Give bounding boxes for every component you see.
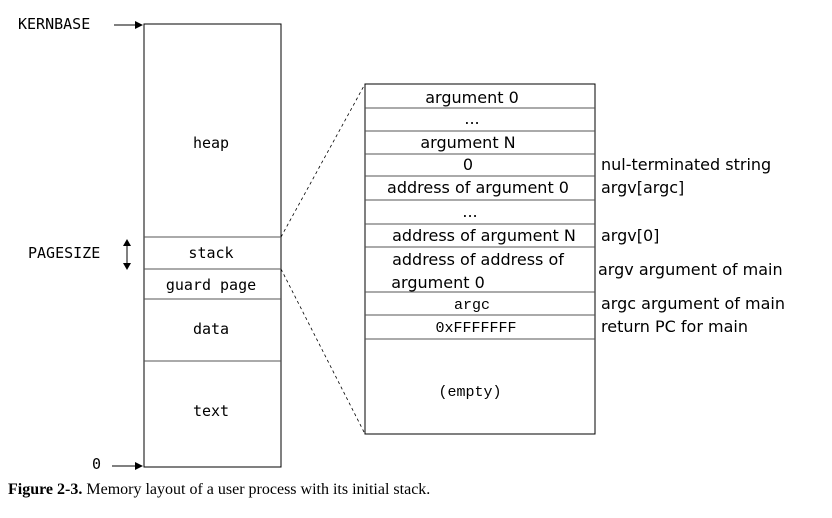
stack-slot-address-of-address-line1: address of address of xyxy=(392,250,564,269)
stack-slot-address-of-address-line2: argument 0 xyxy=(391,273,485,292)
annotation-argv-argc: argv[argc] xyxy=(601,178,684,197)
zoom-lines xyxy=(280,83,366,435)
figure-caption-text: Memory layout of a user process with its… xyxy=(86,481,431,498)
address-space-column: heap stack guard page data text xyxy=(143,23,282,468)
stack-slot-argument-0: argument 0 xyxy=(425,88,519,107)
pagesize-label: PAGESIZE xyxy=(28,244,100,262)
text-region-label: text xyxy=(193,402,229,420)
heap-region-label: heap xyxy=(193,134,229,152)
kernbase-label: KERNBASE xyxy=(18,15,90,33)
annotation-argv-argument-of-main: argv argument of main xyxy=(598,260,783,279)
stack-slot-address-of-argument-0: address of argument 0 xyxy=(387,178,569,197)
annotation-nul-terminated-string: nul-terminated string xyxy=(601,155,771,174)
stack-detail: argument 0 ... argument N 0 address of a… xyxy=(364,83,596,435)
stack-slot-argument-n: argument N xyxy=(420,133,515,152)
stack-annotations: nul-terminated string argv[argc] argv[0]… xyxy=(598,155,785,336)
figure-number: Figure 2-3. xyxy=(8,481,83,498)
annotation-argc-argument-of-main: argc argument of main xyxy=(601,294,785,313)
guard-page-region-label: guard page xyxy=(166,276,256,294)
figure-caption: Figure 2-3. Memory layout of a user proc… xyxy=(8,481,430,499)
stack-slot-address-of-argument-n: address of argument N xyxy=(392,226,576,245)
stack-slot-ellipsis-2: ... xyxy=(462,202,477,221)
stack-slot-empty: (empty) xyxy=(438,384,501,401)
pagesize-double-arrow xyxy=(123,239,131,270)
annotation-argv-0: argv[0] xyxy=(601,226,659,245)
stack-slot-return-pc: 0xFFFFFFF xyxy=(435,320,516,337)
zero-address-label: 0 xyxy=(92,455,101,473)
address-labels: KERNBASE PAGESIZE 0 xyxy=(18,15,143,473)
data-region-label: data xyxy=(193,320,229,338)
stack-region-label: stack xyxy=(188,244,233,262)
annotation-return-pc-for-main: return PC for main xyxy=(601,317,748,336)
stack-slot-zero: 0 xyxy=(463,155,473,174)
stack-slot-argc: argc xyxy=(454,297,490,314)
stack-slot-ellipsis-1: ... xyxy=(464,109,479,128)
